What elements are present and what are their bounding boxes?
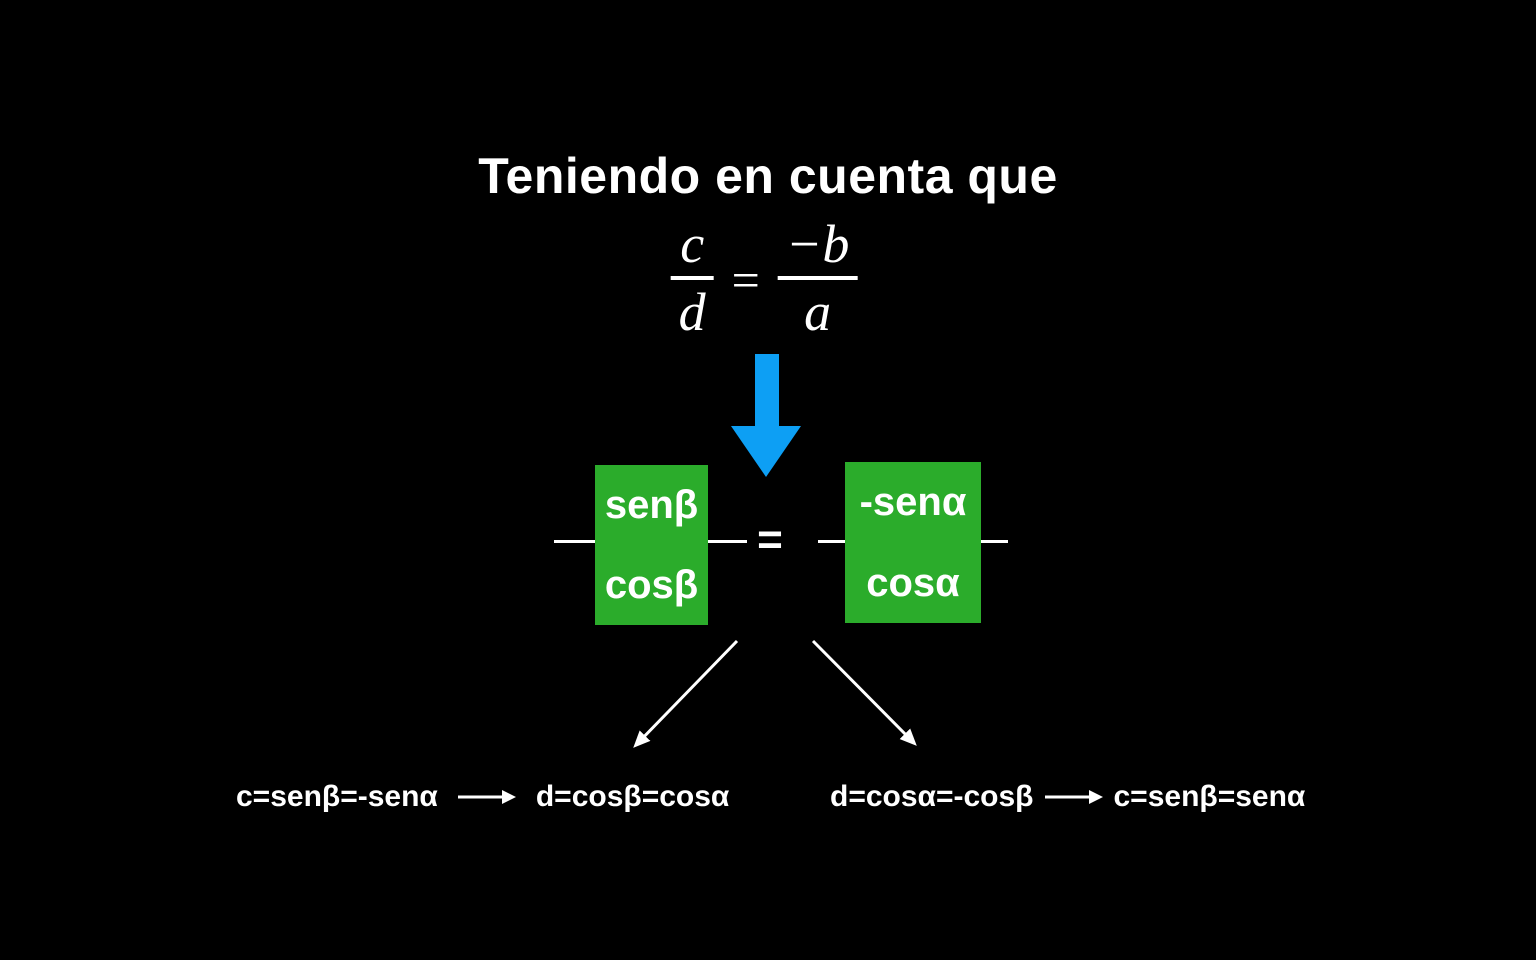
identity-lhs-numerator: senβ — [604, 483, 699, 527]
identity-lhs-box: senβ cosβ — [595, 465, 708, 625]
rhs-fraction: −b a — [777, 214, 858, 342]
down-arrow-icon — [731, 354, 801, 477]
lhs-denominator: d — [678, 282, 706, 342]
lhs-fraction: c d — [670, 214, 714, 342]
rhs-denominator: a — [804, 282, 832, 342]
diagonal-arrows — [633, 639, 917, 748]
given-equation: c d = −b a — [670, 214, 858, 342]
conclusion-left: c=senβ=-senα d=cosβ=cosα — [236, 780, 729, 814]
identity-rhs-box: -senα cosα — [845, 462, 981, 623]
right-diagonal-arrow-icon — [811, 639, 917, 746]
rhs-fraction-bar — [777, 276, 858, 280]
identity-rhs-numerator: -senα — [859, 480, 967, 525]
left-diagonal-arrow-icon — [633, 639, 739, 748]
implies-arrow-icon — [1044, 790, 1103, 804]
conclusion-right-from: d=cosα=-cosβ — [830, 780, 1034, 813]
conclusion-left-from: c=senβ=-senα — [236, 780, 438, 813]
identity-lhs-denominator: cosβ — [604, 563, 699, 607]
lhs-numerator: c — [680, 214, 705, 274]
identity-equals-sign: = — [757, 515, 783, 564]
implies-arrow-icon — [457, 790, 516, 804]
rhs-numerator: −b — [785, 214, 850, 274]
conclusion-right-to: c=senβ=senα — [1113, 780, 1306, 813]
slide-title: Teniendo en cuenta que — [478, 148, 1058, 204]
equation-equals-sign: = — [731, 252, 760, 308]
identity-rhs-denominator: cosα — [866, 560, 960, 605]
conclusion-left-to: d=cosβ=cosα — [535, 780, 730, 813]
conclusion-right: d=cosα=-cosβ c=senβ=senα — [830, 780, 1305, 814]
lhs-fraction-bar — [670, 276, 714, 280]
